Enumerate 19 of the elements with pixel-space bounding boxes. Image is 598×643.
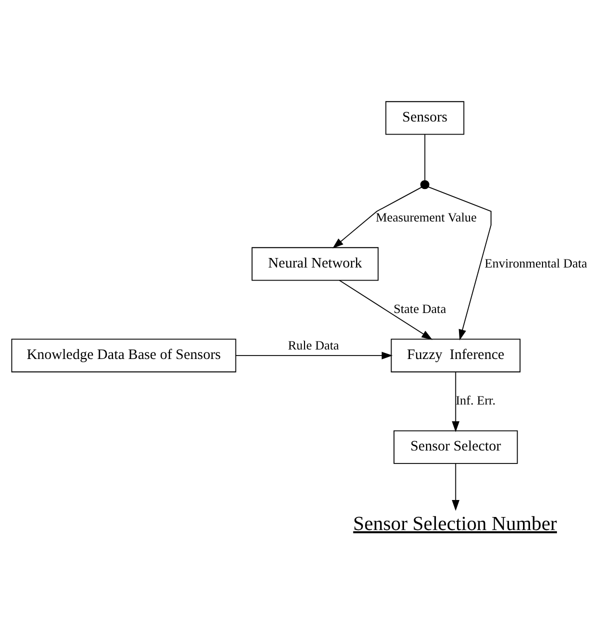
arrow: [452, 371, 460, 432]
node-circle: [420, 180, 430, 189]
edge-label: Environmental Data: [484, 256, 588, 270]
node-box: Knowledge Data Base of Sensors: [11, 338, 236, 372]
node-box: Neural Network: [252, 246, 379, 280]
edge-label: Measurement Value: [376, 210, 477, 224]
arrow: [452, 462, 460, 510]
edge-label: Rule Data: [288, 338, 340, 352]
arrow: [428, 186, 492, 340]
edge-label: Inf. Err.: [456, 393, 496, 408]
node-box: Sensors: [385, 100, 464, 134]
edge-label: State Data: [394, 302, 446, 316]
connector: [424, 134, 426, 180]
node-box: Sensor Selector: [394, 430, 518, 464]
arrow: [332, 186, 422, 248]
arrow: [338, 279, 432, 340]
node-text: Sensor Selection Number: [353, 512, 557, 535]
node-box: Fuzzy Inference: [390, 338, 520, 372]
arrow: [235, 351, 393, 359]
